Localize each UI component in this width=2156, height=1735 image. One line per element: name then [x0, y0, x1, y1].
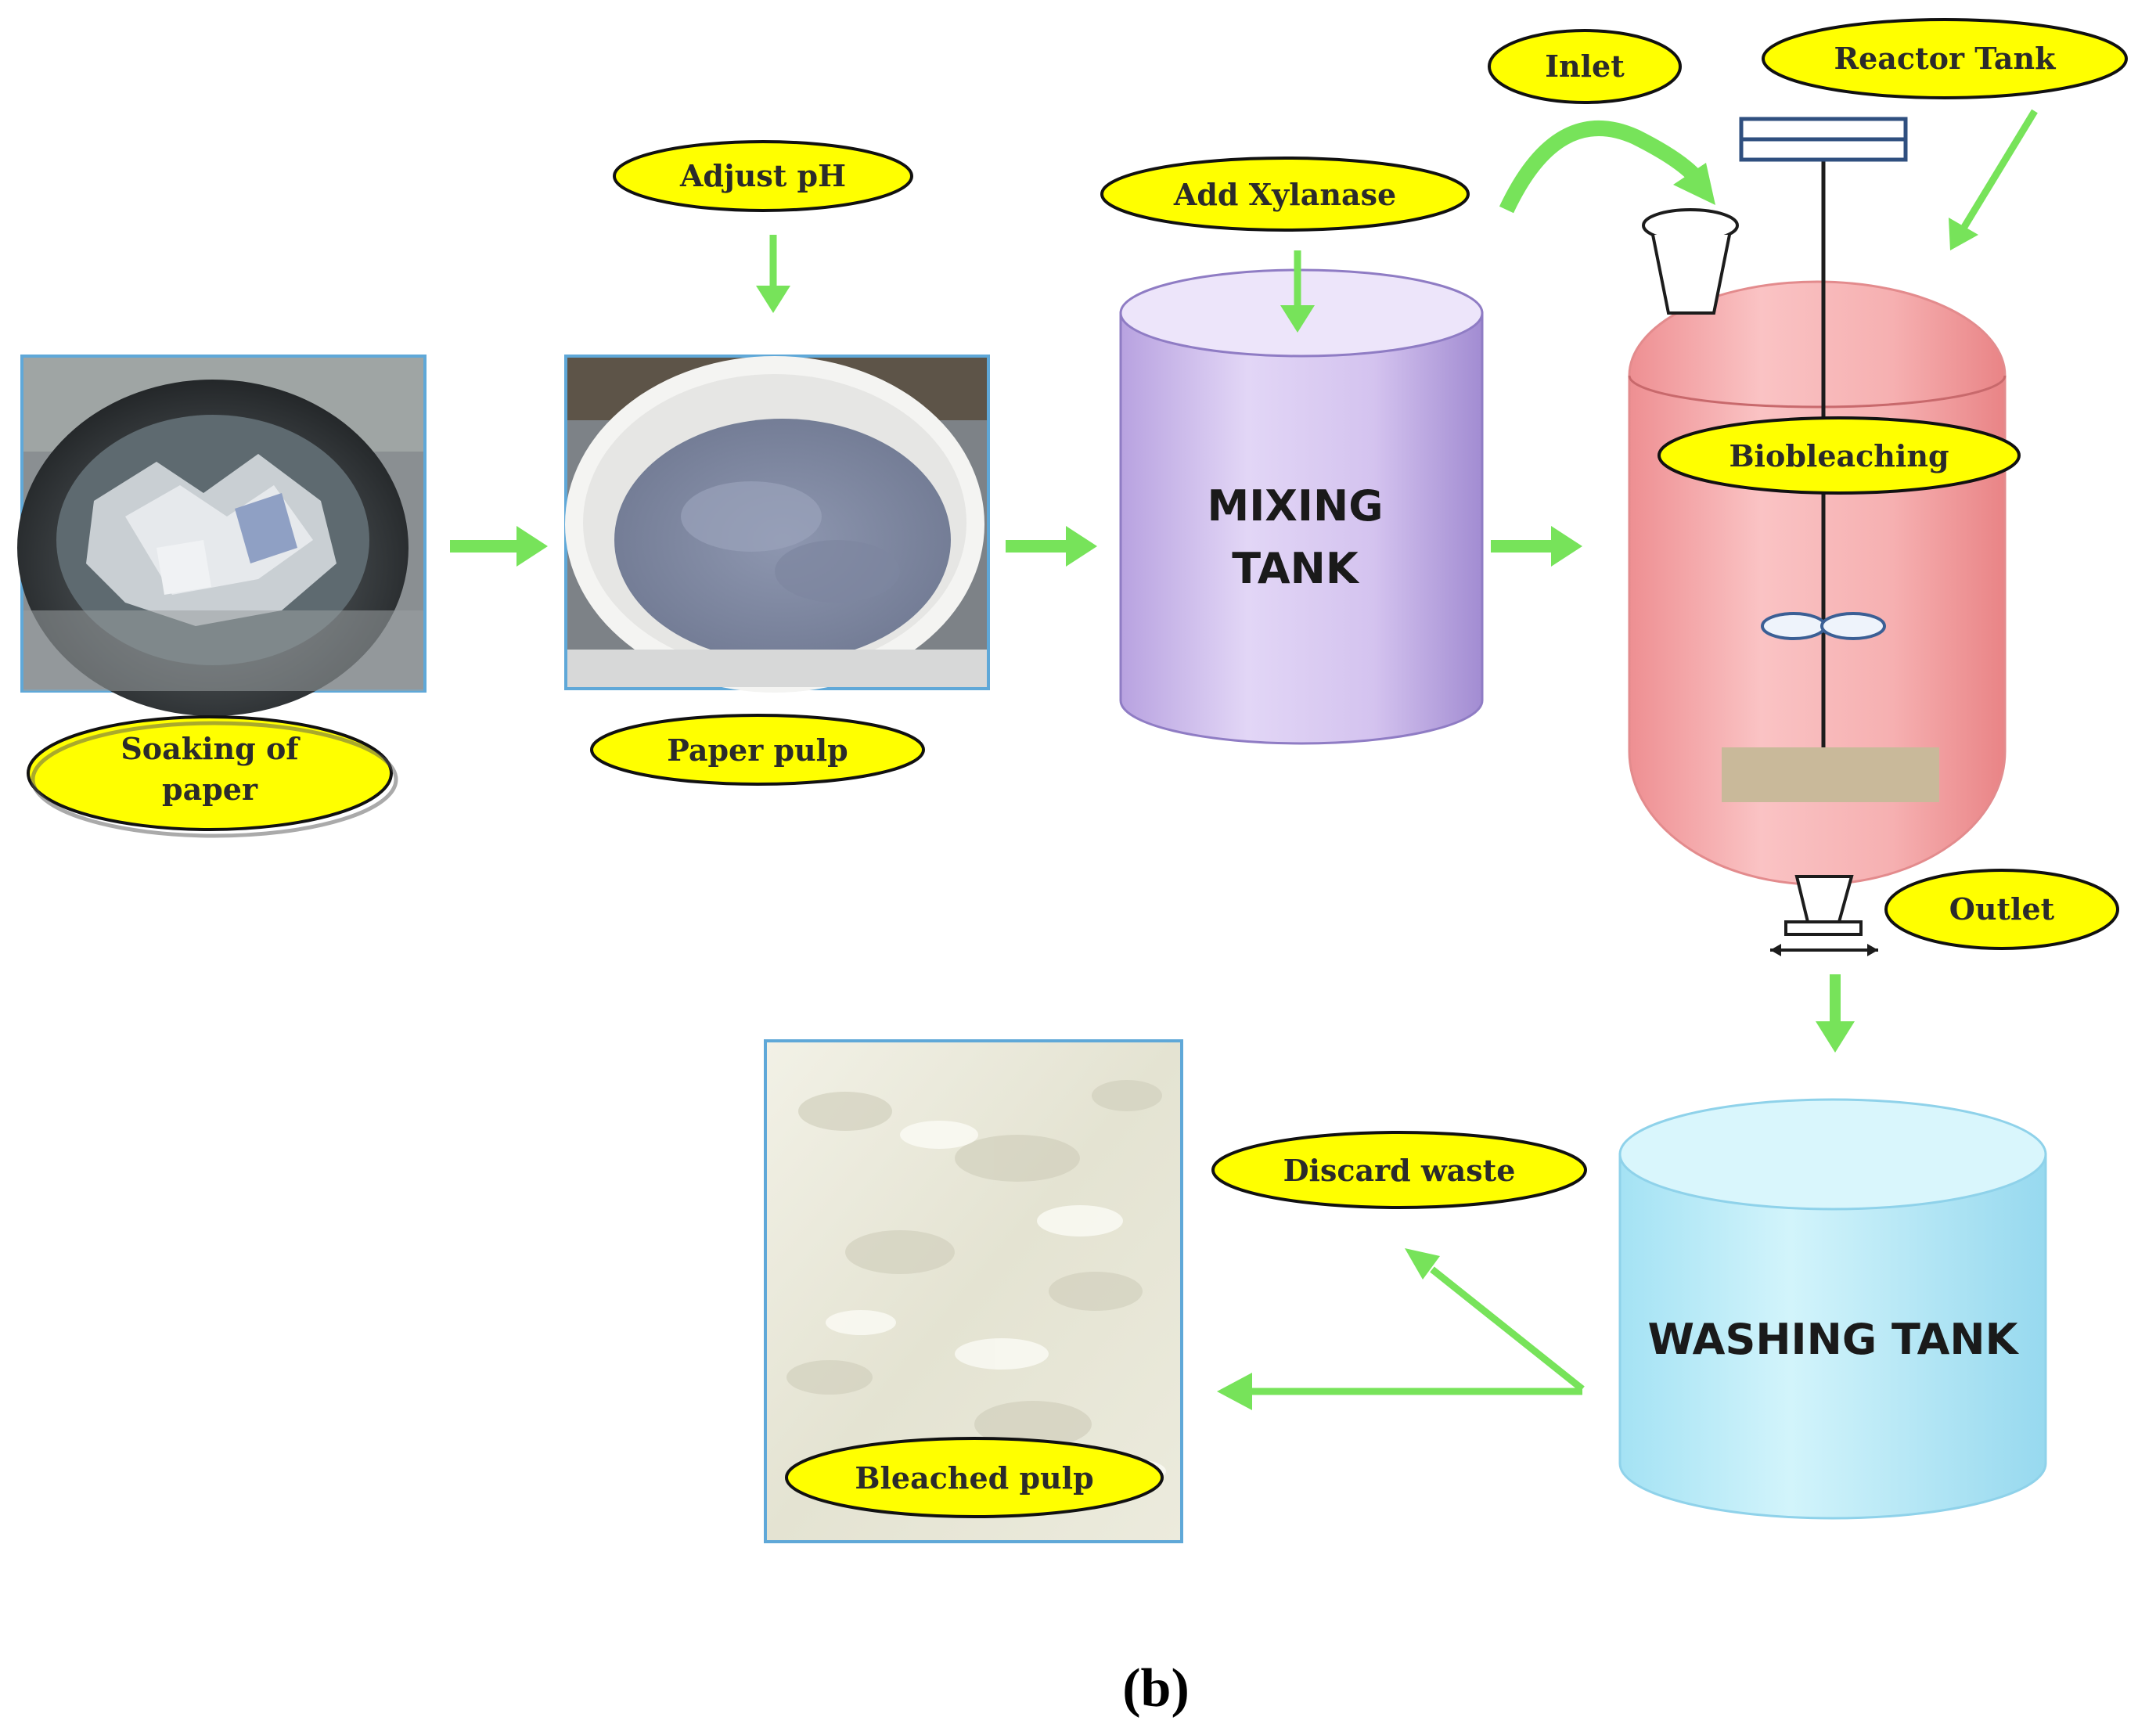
soaking-label-line2: paper [162, 772, 258, 807]
mixing-tank: MIXING TANK [1119, 268, 1484, 745]
arrow-reactor-tank [1949, 109, 2038, 250]
soaking-photo [17, 355, 427, 716]
soaking-label-line1: Soaking of [121, 731, 301, 766]
impeller [1761, 612, 1827, 640]
washing-tank: WASHING TANK [1618, 1098, 2047, 1520]
arrow-adjust-ph [756, 235, 790, 313]
add-xylanase-label: Add Xylanase [1173, 177, 1396, 212]
reactor-base-plate [1722, 747, 1939, 802]
arrow-inlet-curve [1499, 120, 1715, 214]
bleached-pulp-label: Bleached pulp [855, 1460, 1093, 1496]
adjust-ph-label: Adjust pH [679, 158, 846, 193]
outlet-valve [1770, 875, 1878, 956]
washing-tank-label: WASHING TANK [1648, 1315, 2020, 1364]
arrow-add-xylanase [1280, 250, 1315, 333]
label-discard-waste: Discard waste [1211, 1131, 1587, 1209]
label-reactor-tank: Reactor Tank [1762, 18, 2128, 99]
label-adjust-ph: Adjust pH [613, 140, 913, 212]
arrow-mixing-to-reactor [1491, 526, 1582, 567]
flow-arrows [450, 109, 2038, 1410]
label-soaking-of-paper: Soaking of paper [27, 715, 398, 838]
mixing-tank-label-line1: MIXING [1207, 481, 1383, 531]
biobleaching-label: Biobleaching [1729, 438, 1949, 473]
label-outlet: Outlet [1884, 869, 2119, 950]
label-add-xylanase: Add Xylanase [1100, 157, 1470, 232]
arrow-to-bleached-pulp [1217, 1373, 1582, 1410]
arrow-pulp-to-mixing [1006, 526, 1097, 567]
label-biobleaching: Biobleaching [1657, 416, 2021, 495]
label-bleached-pulp: Bleached pulp [785, 1437, 1164, 1518]
arrow-to-discard-waste [1405, 1248, 1585, 1392]
reactor-tank-label: Reactor Tank [1834, 41, 2057, 76]
figure-caption: (b) [1122, 1658, 1190, 1719]
reactor-tank [1628, 117, 2007, 956]
inlet-label: Inlet [1545, 49, 1625, 84]
arrow-outlet-to-washing [1816, 974, 1855, 1053]
inlet-funnel [1642, 208, 1739, 315]
arrow-soak-to-pulp [450, 526, 548, 567]
discard-waste-label: Discard waste [1283, 1153, 1516, 1188]
label-inlet: Inlet [1488, 29, 1682, 104]
paper-pulp-label: Paper pulp [667, 733, 848, 768]
label-paper-pulp: Paper pulp [590, 714, 925, 786]
outlet-label: Outlet [1949, 891, 2055, 927]
mixing-tank-label-line2: TANK [1232, 544, 1360, 593]
paper-pulp-photo [564, 355, 990, 693]
